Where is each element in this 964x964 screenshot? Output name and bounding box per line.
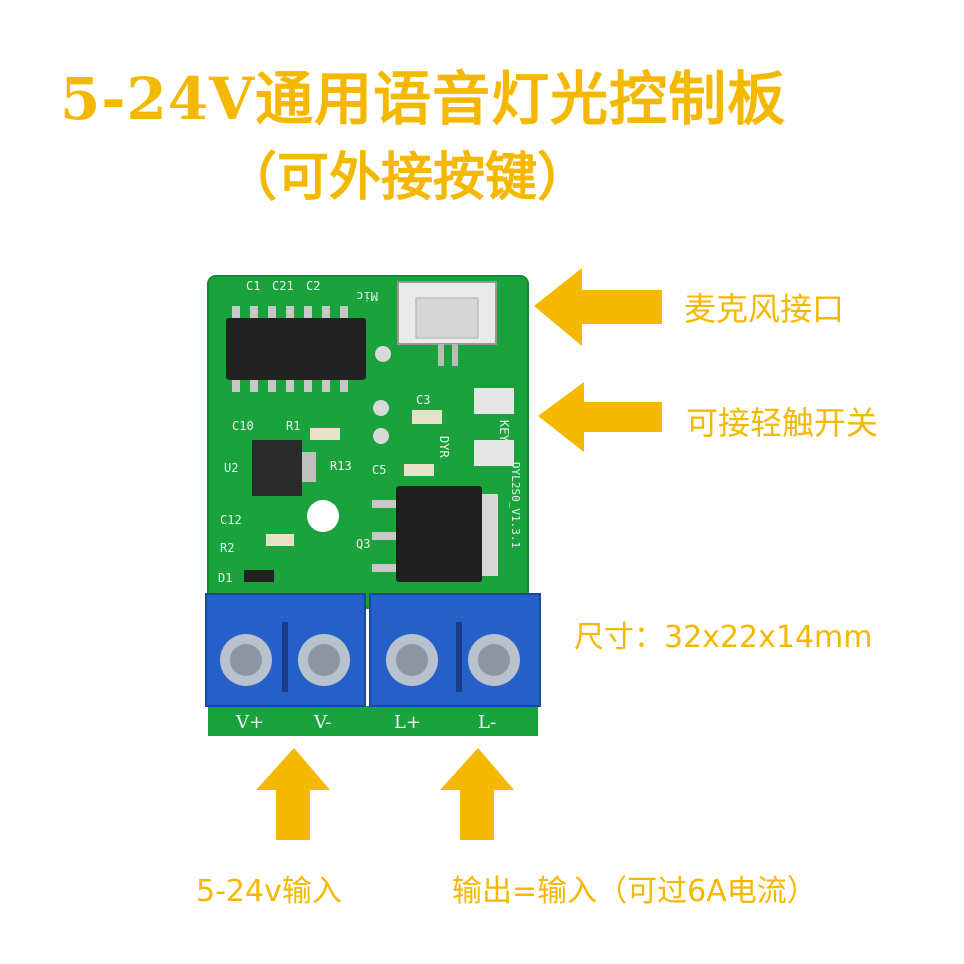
mic-connector: [397, 281, 497, 366]
pcb-bottom-strip: [208, 706, 538, 736]
mounting-hole: [307, 500, 339, 532]
silk-dyr: DYR: [437, 436, 451, 458]
silk-key: KEY: [497, 420, 511, 442]
silk-r1: R1: [286, 419, 300, 433]
terminal-label-v-minus: V-: [313, 712, 331, 733]
silk-mic: Mic: [356, 289, 378, 303]
silk-c10: C10: [232, 419, 254, 433]
silk-r2: R2: [220, 541, 234, 555]
silk-c5: C5: [372, 463, 386, 477]
silk-u2: U2: [224, 461, 238, 475]
output-label: 输出=输入（可过6A电流）: [452, 874, 817, 909]
silk-c1: C1: [246, 279, 260, 293]
ic-chip: [226, 306, 366, 392]
arrow-left-icon: [538, 382, 662, 452]
arrow-up-icon: [440, 748, 514, 840]
screw-terminal-right: [369, 593, 541, 707]
mic-label: 麦克风接口: [684, 290, 845, 328]
page-title: 5-24V通用语音灯光控制板: [60, 65, 787, 133]
size-label: 尺寸：32x22x14mm: [574, 620, 873, 655]
regulator-u2: [252, 440, 316, 496]
terminal-label-l-minus: L-: [478, 712, 496, 733]
key-switch-pads: [474, 388, 514, 466]
silk-q3: Q3: [356, 537, 370, 551]
screw-terminal-left: [205, 593, 366, 707]
arrow-left-icon: [534, 268, 662, 346]
silk-c2: C2: [306, 279, 320, 293]
silk-version: DYL2S0_V1.3.1: [509, 462, 522, 548]
via-pads: [373, 346, 391, 444]
silk-d1: D1: [218, 571, 232, 585]
silk-r13: R13: [330, 459, 352, 473]
silk-c12: C12: [220, 513, 242, 527]
silk-c21: C21: [272, 279, 294, 293]
input-label: 5-24v输入: [196, 874, 342, 909]
key-switch-label: 可接轻触开关: [686, 404, 879, 442]
smd-components: [244, 410, 442, 582]
terminal-label-l-plus: L+: [394, 712, 421, 733]
terminal-label-v-plus: V+: [235, 712, 264, 733]
page-subtitle: （可外接按键）: [225, 148, 590, 208]
silk-c3: C3: [416, 393, 430, 407]
mosfet-q3: [372, 486, 498, 582]
arrow-up-icon: [256, 748, 330, 840]
